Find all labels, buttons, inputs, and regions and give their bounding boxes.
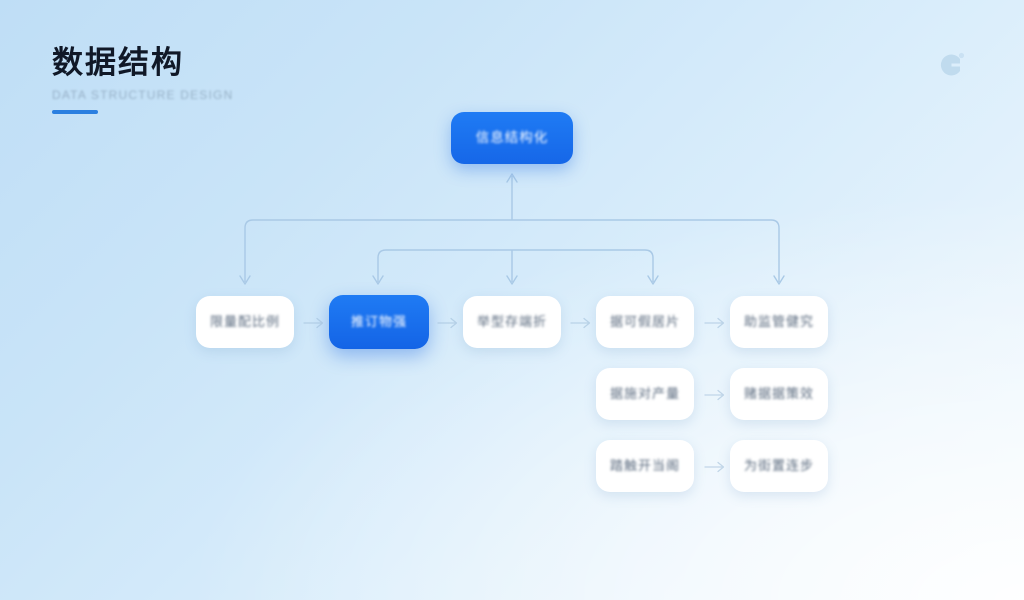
diagram-node-r3c5[interactable]: 为街置连步 xyxy=(730,440,828,492)
diagram-node-r2c5[interactable]: 赌据据策效 xyxy=(730,368,828,420)
arrow-right-icon xyxy=(704,388,726,401)
arrow-right-icon xyxy=(437,316,459,329)
arrow-right-icon xyxy=(704,460,726,473)
diagram-node-r2c4[interactable]: 据施对产量 xyxy=(596,368,694,420)
diagram-node-label: 踏触开当阁 xyxy=(609,458,680,474)
diagram-node-r3c4[interactable]: 踏触开当阁 xyxy=(596,440,694,492)
diagram-node-label: 赌据据策效 xyxy=(743,386,814,402)
page-subtitle: DATA STRUCTURE DESIGN xyxy=(52,88,234,103)
diagram-node-label: 举型存端折 xyxy=(476,314,547,330)
diagram-node-r1c4[interactable]: 据可假居片 xyxy=(596,296,694,348)
title-accent-rule xyxy=(52,110,98,115)
diagram-node-root[interactable]: 信息结构化 xyxy=(451,112,573,164)
diagram-node-label: 信息结构化 xyxy=(475,129,549,145)
diagram-node-label: 限量配比例 xyxy=(209,314,280,330)
diagram-node-label: 为街置连步 xyxy=(743,458,814,474)
page-title: 数据结构 xyxy=(52,45,184,80)
arrow-right-icon xyxy=(570,316,592,329)
diagram-node-r1c1[interactable]: 限量配比例 xyxy=(196,296,294,348)
diagram-node-label: 助监管健究 xyxy=(743,314,814,330)
diagram-node-label: 推订物强 xyxy=(350,314,407,330)
diagram-node-label: 据可假居片 xyxy=(609,314,680,330)
diagram-node-r1c3[interactable]: 举型存端折 xyxy=(463,296,561,348)
diagram-node-label: 据施对产量 xyxy=(609,386,680,402)
diagram-node-r1c2[interactable]: 推订物强 xyxy=(329,295,429,349)
diagram-node-r1c5[interactable]: 助监管健究 xyxy=(730,296,828,348)
arrow-right-icon xyxy=(704,316,726,329)
brand-c-logo-icon xyxy=(934,50,968,80)
slide-header: 数据结构 DATA STRUCTURE DESIGN xyxy=(52,44,472,115)
arrow-right-icon xyxy=(303,316,325,329)
